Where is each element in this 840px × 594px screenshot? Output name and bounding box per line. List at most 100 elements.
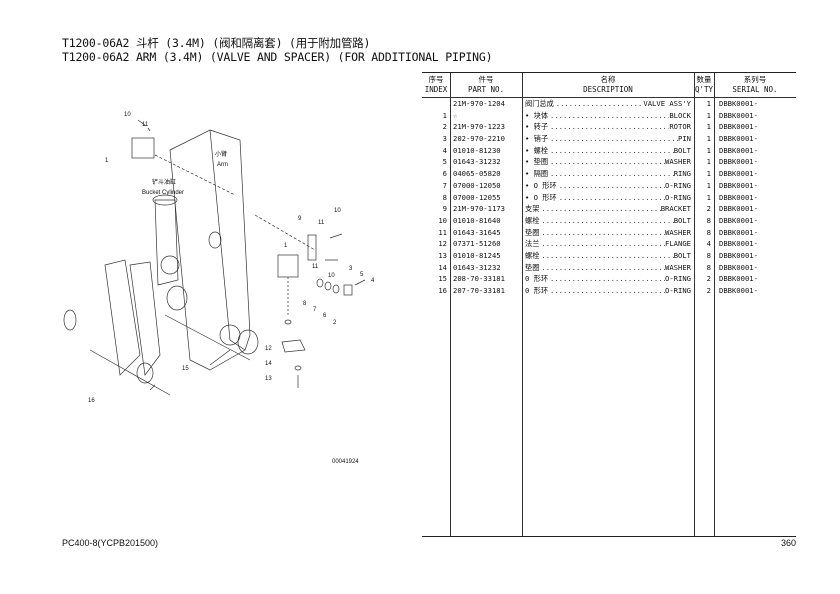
header-desc-en: DESCRIPTION	[583, 85, 633, 94]
row-serial: DBBK0001-	[719, 274, 758, 284]
header-index-cn: 序号	[428, 75, 444, 84]
row-part-number: 07371-51260	[453, 239, 501, 249]
table-row: 9 21M-970-1173 支架.........................…	[422, 203, 796, 215]
callout-16: 16	[88, 398, 95, 404]
row-description: 法兰......................................…	[522, 238, 694, 250]
row-desc-cn: 法兰	[525, 239, 540, 249]
page-title-cn: T1200-06A2 斗杆 (3.4M) (阀和隔离套) (用于附加管路)	[62, 36, 371, 50]
row-part-number: 01010-81640	[453, 215, 501, 225]
row-serial: DBBK0001-	[719, 145, 758, 155]
row-desc-en: BOLT	[673, 250, 691, 260]
row-index: 8	[442, 192, 447, 202]
row-qty: 1	[706, 180, 711, 190]
row-qty: 2	[706, 204, 711, 214]
callout-14: 14	[265, 361, 272, 367]
row-index: 1	[442, 110, 447, 120]
arm-label-cn: 小臂	[215, 150, 227, 158]
exploded-parts-diagram: 10 11 1 9 10 11 1 11 10 3 5 4 8 7 6 2 12…	[63, 112, 375, 465]
row-part-number: 207-70-33181	[453, 286, 505, 295]
callout-5: 5	[360, 272, 364, 278]
model-footer: PC400-8(YCPB201500)	[62, 538, 159, 548]
row-part-number: 01643-31645	[453, 227, 501, 237]
row-desc-cn: 0 形环	[525, 286, 549, 295]
callout-15: 15	[182, 366, 189, 372]
row-part-number: 07000-12050	[453, 180, 501, 190]
row-index: 10	[438, 215, 447, 225]
callout-9: 9	[298, 216, 302, 222]
row-qty: 4	[706, 239, 711, 249]
row-desc-en: BRACKET	[660, 204, 691, 214]
row-qty: 2	[706, 274, 711, 284]
row-desc-cn: • 螺栓	[525, 145, 549, 155]
row-desc-cn: • 销子	[525, 134, 549, 144]
row-part-number: 01643-31232	[453, 262, 501, 272]
row-qty: 1	[706, 110, 711, 120]
drawing-number: 00041924	[332, 459, 359, 465]
callout-10: 10	[328, 273, 335, 279]
row-serial: DBBK0001-	[719, 122, 758, 132]
row-desc-cn: • 转子	[525, 122, 549, 132]
row-description: 0 形环....................................…	[522, 285, 694, 297]
row-part-number: 01643-31232	[453, 157, 501, 167]
row-index: 3	[442, 134, 447, 144]
row-part-number: 21M-970-1223	[453, 122, 505, 132]
leader-dots: ........................................…	[550, 169, 674, 179]
callout-8: 8	[303, 301, 307, 307]
row-description: • O 形环..................................…	[522, 192, 694, 204]
row-desc-cn: 螺栓	[525, 215, 540, 225]
header-serial-en: SERIAL NO.	[732, 85, 778, 94]
callout-11: 11	[318, 220, 325, 226]
row-serial: DBBK0001-	[719, 99, 758, 108]
valve-block-top	[131, 137, 155, 159]
row-part-number: 21M-970-1173	[453, 204, 505, 214]
leader-dots: ........................................…	[550, 110, 670, 120]
row-qty: 8	[706, 227, 711, 237]
header-part-cn: 件号	[478, 75, 494, 84]
valve-block-right	[277, 254, 299, 278]
row-desc-en: BOLT	[673, 145, 691, 155]
row-desc-cn: 支架	[525, 204, 540, 214]
callout-3: 3	[349, 266, 353, 272]
row-desc-en: O-RING	[665, 274, 691, 284]
arm-label-en: Arm	[217, 162, 228, 168]
row-desc-en: BOLT	[673, 215, 691, 225]
leader-dots: ........................................…	[541, 227, 666, 237]
row-desc-cn: 垫圈	[525, 262, 540, 272]
row-description: 阀门总成....................................…	[522, 98, 694, 110]
row-serial: DBBK0001-	[719, 239, 758, 249]
row-index: 16	[438, 286, 447, 295]
leader-dots: ........................................…	[550, 286, 666, 295]
row-index: 9	[442, 204, 447, 214]
row-desc-en: WASHER	[665, 227, 691, 237]
row-description: 支架......................................…	[522, 203, 694, 215]
row-description: • 隔圈....................................…	[522, 168, 694, 180]
row-index: 5	[442, 157, 447, 167]
row-description: 垫圈......................................…	[522, 227, 694, 239]
row-part-number: 202-970-2210	[453, 134, 505, 144]
row-desc-en: O-RING	[665, 192, 691, 202]
row-serial: DBBK0001-	[719, 169, 758, 179]
row-index: 2	[442, 122, 447, 132]
callout-11: 11	[312, 264, 319, 270]
row-serial: DBBK0001-	[719, 215, 758, 225]
row-serial: DBBK0001-	[719, 134, 758, 144]
row-desc-cn: • 垫圈	[525, 157, 549, 167]
row-desc-en: PIN	[678, 134, 691, 144]
row-index: 4	[442, 145, 447, 155]
row-desc-cn: 0 形环	[525, 274, 549, 284]
row-qty: 2	[706, 286, 711, 295]
row-desc-cn: • 隔圈	[525, 169, 549, 179]
row-part-number: 07000-12055	[453, 192, 501, 202]
row-description: • 块体....................................…	[522, 110, 694, 122]
callout-10: 10	[124, 112, 131, 118]
leader-dots: ........................................…	[550, 157, 666, 167]
row-index: 7	[442, 180, 447, 190]
row-desc-en: BLOCK	[669, 110, 691, 120]
